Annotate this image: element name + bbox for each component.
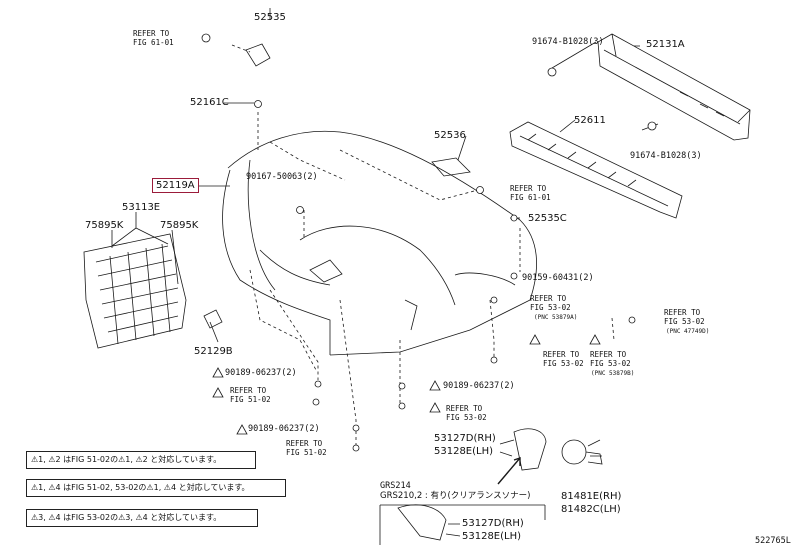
refer-fig: FIG 61-01: [133, 38, 174, 47]
fog-bezel-drawing: [513, 428, 547, 471]
part-52611-label: 52611: [574, 115, 606, 126]
part-52536-label: 52536: [434, 130, 466, 141]
refer-line: REFER TO: [590, 350, 627, 359]
refer-fig: FIG 61-01: [510, 193, 551, 202]
refer-fig-51-02-a[interactable]: REFER TO FIG 51-02: [230, 386, 271, 404]
bumper-cover-drawing: [222, 130, 537, 356]
refer-line: REFER TO: [510, 184, 547, 193]
fog-lamp-drawing: [561, 439, 603, 465]
diagram-code: 522765L: [755, 536, 791, 546]
part-90167-label: 90167-50063(2): [246, 172, 318, 182]
refer-line: REFER TO: [446, 404, 483, 413]
refer-fig: FIG 53-02: [590, 359, 631, 368]
bezel-sonar-drawing: [397, 504, 447, 541]
part-52535C-label: 52535C: [528, 213, 567, 224]
part-90159-label: 90159-60431(2): [522, 273, 594, 283]
part-52131A-label: 52131A: [646, 39, 685, 50]
refer-fig: FIG 53-02: [543, 359, 584, 368]
refer-fig: FIG 53-02: [530, 303, 571, 312]
note-box-3: ⚠3, ⚠4 はFIG 53-02の⚠3, ⚠4 と対応しています。: [26, 509, 258, 527]
part-90189-c-label: 90189-06237(2): [248, 424, 320, 434]
pnc-53879A: (PNC 53879A): [534, 314, 578, 321]
grs210-label: GRS210,2 : 有り(クリアランスソナー): [380, 491, 531, 501]
pnc-53879B: (PNC 53879B): [591, 370, 635, 377]
refer-fig: FIG 53-02: [446, 413, 487, 422]
bracket-52536-drawing: [431, 157, 471, 177]
cover-52129B-drawing: [203, 309, 223, 329]
refer-line: REFER TO: [530, 294, 567, 303]
refer-fig-53-02-b[interactable]: REFER TO FIG 53-02: [543, 350, 584, 368]
refer-line: REFER TO: [286, 439, 323, 448]
refer-fig-53-02-d[interactable]: REFER TO FIG 53-02: [664, 308, 705, 326]
part-52161C-label: 52161C: [190, 97, 229, 108]
part-52535-label: 52535: [254, 12, 286, 23]
part-53127D-label: 53127D(RH): [434, 433, 496, 444]
refer-line: REFER TO: [664, 308, 701, 317]
part-53127D-bottom-label: 53127D(RH): [462, 518, 524, 529]
part-81481E-label: 81481E(RH): [561, 491, 622, 502]
part-81482C-label: 81482C(LH): [561, 504, 621, 515]
part-53128E-bottom-label: 53128E(LH): [462, 531, 522, 542]
energy-absorber-drawing: [509, 121, 683, 219]
refer-fig: FIG 51-02: [230, 395, 271, 404]
refer-fig-53-02-a[interactable]: REFER TO FIG 53-02: [530, 294, 571, 312]
refer-line: REFER TO: [133, 29, 170, 38]
part-90189-a-label: 90189-06237(2): [225, 368, 297, 378]
bracket-52535-drawing: [245, 43, 271, 67]
refer-fig: FIG 53-02: [664, 317, 705, 326]
refer-fig-51-02-b[interactable]: REFER TO FIG 51-02: [286, 439, 327, 457]
refer-fig: FIG 51-02: [286, 448, 327, 457]
refer-fig-61-01-a[interactable]: REFER TO FIG 61-01: [133, 29, 174, 47]
part-52129B-label: 52129B: [194, 346, 233, 357]
bumper-reinforcement-drawing: [597, 33, 751, 141]
grille-drawing: [83, 233, 187, 349]
part-90189-b-label: 90189-06237(2): [443, 381, 515, 391]
part-75895K-left-label: 75895K: [85, 220, 124, 231]
part-75895K-right-label: 75895K: [160, 220, 199, 231]
refer-line: REFER TO: [543, 350, 580, 359]
part-52119A-label[interactable]: 52119A: [152, 178, 199, 193]
pnc-47749D: (PNC 47749D): [666, 328, 710, 335]
part-91674-bot-label: 91674-B1028(3): [630, 151, 702, 161]
note-box-1: ⚠1, ⚠2 はFIG 51-02の⚠1, ⚠2 と対応しています。: [26, 451, 256, 469]
grs214-label: GRS214: [380, 481, 411, 491]
refer-fig-53-02-c[interactable]: REFER TO FIG 53-02: [590, 350, 631, 368]
refer-line: REFER TO: [230, 386, 267, 395]
refer-fig-53-02-e[interactable]: REFER TO FIG 53-02: [446, 404, 487, 422]
note-box-2: ⚠1, ⚠4 はFIG 51-02, 53-02の⚠1, ⚠4 と対応しています…: [26, 479, 286, 497]
part-91674-top-label: 91674-B1028(3): [532, 37, 604, 47]
part-53113E-label: 53113E: [122, 202, 161, 213]
part-53128E-label: 53128E(LH): [434, 446, 494, 457]
refer-fig-61-01-b[interactable]: REFER TO FIG 61-01: [510, 184, 551, 202]
